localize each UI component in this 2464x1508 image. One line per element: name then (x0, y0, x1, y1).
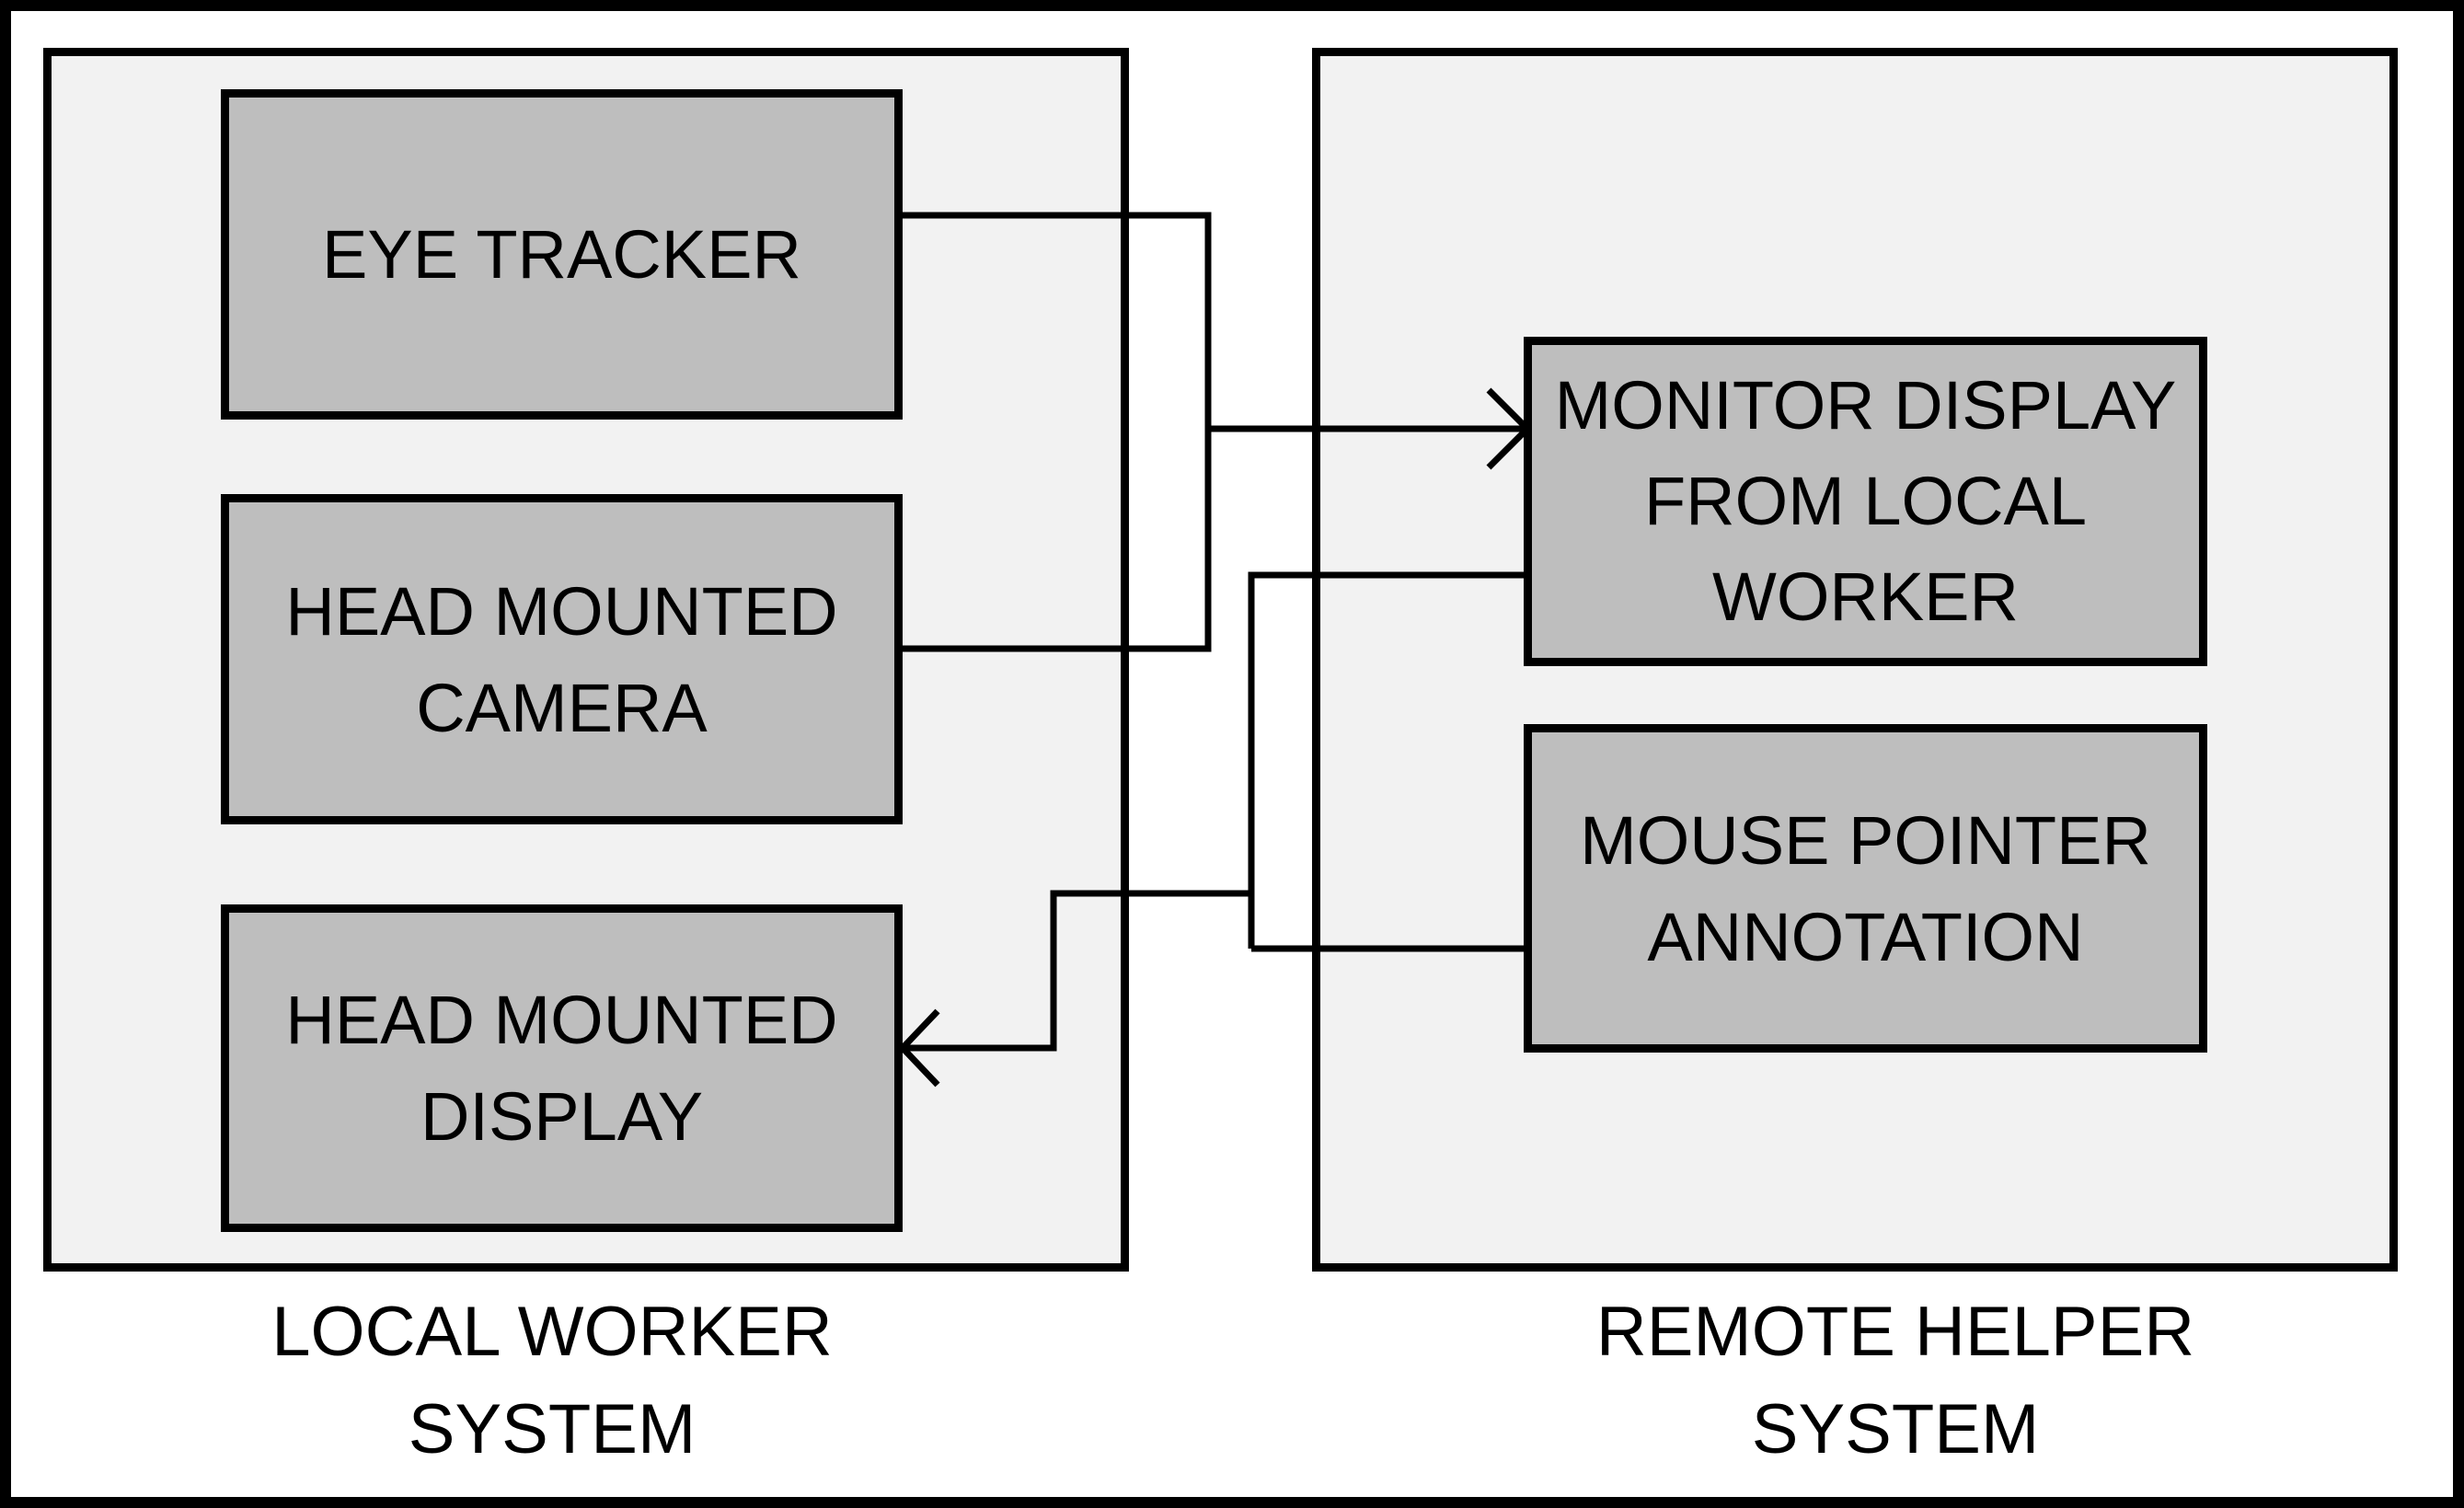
mouse-pointer-annotation-box: MOUSE POINTER ANNOTATION (1524, 724, 2207, 1053)
eye-tracker-label: EYE TRACKER (322, 216, 801, 293)
local-worker-system-caption: LOCAL WORKER SYSTEM (271, 1293, 833, 1468)
mouse-pointer-annotation-label: MOUSE POINTER ANNOTATION (1580, 801, 2151, 975)
head-mounted-display-label: HEAD MOUNTED DISPLAY (285, 982, 838, 1155)
monitor-display-box: MONITOR DISPLAY FROM LOCAL WORKER (1524, 337, 2207, 666)
head-mounted-display-box: HEAD MOUNTED DISPLAY (221, 904, 903, 1232)
monitor-display-label: MONITOR DISPLAY FROM LOCAL WORKER (1554, 367, 2177, 635)
eye-tracker-box: EYE TRACKER (221, 89, 903, 420)
head-mounted-camera-label: HEAD MOUNTED CAMERA (285, 572, 838, 746)
head-mounted-camera-box: HEAD MOUNTED CAMERA (221, 494, 903, 824)
remote-helper-system-caption: REMOTE HELPER SYSTEM (1595, 1293, 2195, 1468)
